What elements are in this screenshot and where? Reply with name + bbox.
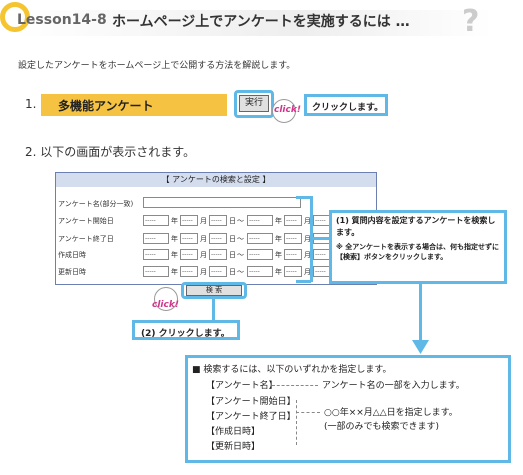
info-item-name: 【アンケート名】: [206, 381, 278, 391]
bracket-line: [296, 196, 311, 199]
click-bubble-icon: [154, 287, 178, 311]
info-desc-date-note: (一部のみでも検索できます): [324, 422, 440, 432]
info-heading: ■ 検索するには、以下のいずれかを指定します。: [192, 365, 392, 375]
callout-click: (2) クリックします。: [132, 320, 240, 340]
form-label-start-date: アンケート開始日: [58, 217, 114, 225]
info-item-start: 【アンケート開始日】: [206, 397, 296, 407]
question-mark-icon: ?: [462, 4, 480, 39]
updated-date-unit: 月: [200, 268, 207, 276]
info-desc-name: アンケート名の一部を入力します。: [322, 381, 465, 391]
end-date-unit: 月: [200, 235, 207, 243]
updated-date-select[interactable]: -----: [180, 266, 198, 277]
start-date-select[interactable]: -----: [247, 215, 273, 226]
end-date-unit: 年: [275, 235, 282, 243]
created-date-unit: 月: [200, 251, 207, 259]
updated-date-unit: 月: [304, 268, 311, 276]
click-label: click!: [274, 105, 301, 115]
form-label-name: アンケート名(部分一致): [58, 200, 134, 208]
end-date-select[interactable]: -----: [209, 233, 227, 244]
updated-date-unit: 日: [229, 268, 236, 276]
leader-bracket: [296, 400, 298, 445]
form-label-end-date: アンケート終了日: [58, 235, 114, 243]
created-date-select[interactable]: -----: [180, 249, 198, 260]
created-date-select[interactable]: -----: [143, 249, 169, 260]
start-date-select[interactable]: -----: [180, 215, 198, 226]
start-date-select[interactable]: -----: [143, 215, 169, 226]
updated-date-select[interactable]: -----: [247, 266, 273, 277]
end-date-unit: ～: [237, 235, 244, 243]
end-date-select[interactable]: -----: [284, 233, 302, 244]
info-item-created: 【作成日時】: [206, 427, 261, 437]
info-item-updated: 【更新日時】: [206, 442, 261, 452]
created-date-unit: 年: [275, 251, 282, 259]
start-date-unit: 日: [229, 217, 236, 225]
header-band: [14, 10, 492, 36]
info-item-end: 【アンケート終了日】: [206, 412, 296, 422]
bracket-line: [310, 196, 313, 282]
lesson-circle-icon: [0, 2, 30, 32]
end-date-unit: 日: [229, 235, 236, 243]
feature-name: 多機能アンケート: [58, 99, 154, 113]
callout-search-main: (1) 質問内容を設定するアンケートを検索します。: [336, 216, 496, 237]
created-date-unit: 年: [171, 251, 178, 259]
exec-button[interactable]: 実行: [239, 95, 269, 112]
click-label: click!: [152, 300, 179, 310]
updated-date-unit: 年: [171, 268, 178, 276]
start-date-unit: ～: [237, 217, 244, 225]
leader-line: [296, 412, 320, 413]
lesson-number: Lesson14-8: [17, 12, 107, 28]
step1-number: 1.: [25, 97, 37, 111]
end-date-select[interactable]: -----: [180, 233, 198, 244]
leader-line: [272, 385, 318, 386]
arrow-down-icon: [412, 340, 429, 354]
created-date-select[interactable]: -----: [209, 249, 227, 260]
feature-bar: [41, 94, 227, 116]
click-bubble-icon: [272, 99, 296, 123]
info-desc-date: ○○年××月△△日を指定します。: [324, 408, 458, 418]
exec-button-highlight: [234, 90, 274, 118]
start-date-unit: 年: [171, 217, 178, 225]
callout-search: [329, 210, 507, 284]
bracket-line: [296, 280, 311, 283]
info-box: [185, 355, 511, 463]
arrow-line: [419, 284, 422, 344]
start-date-unit: 月: [304, 217, 311, 225]
connector-line: [212, 297, 215, 320]
end-date-select[interactable]: -----: [247, 233, 273, 244]
updated-date-unit: 年: [275, 268, 282, 276]
intro-text: 設定したアンケートをホームページ上で公開する方法を解説します。: [18, 61, 296, 71]
form-label-updated-date: 更新日時: [58, 268, 86, 276]
search-button[interactable]: 検 索: [186, 285, 242, 296]
step1-instruction: クリックします。: [304, 94, 388, 116]
updated-date-select[interactable]: -----: [284, 266, 302, 277]
updated-date-select[interactable]: -----: [209, 266, 227, 277]
connector-line: [313, 237, 330, 240]
start-date-unit: 月: [200, 217, 207, 225]
created-date-unit: 日: [229, 251, 236, 259]
updated-date-select[interactable]: -----: [143, 266, 169, 277]
page-title: ホームページ上でアンケートを実施するには …: [112, 14, 410, 30]
form-label-created-date: 作成日時: [58, 251, 86, 259]
end-date-unit: 月: [304, 235, 311, 243]
start-date-select[interactable]: -----: [284, 215, 302, 226]
callout-search-note: ※ 全アンケートを表示する場合は、何も指定せずに【検索】ボタンをクリックします。: [336, 243, 499, 261]
updated-date-unit: ～: [237, 268, 244, 276]
created-date-select[interactable]: -----: [247, 249, 273, 260]
end-date-unit: 年: [171, 235, 178, 243]
form-title: 【 アンケートの検索と設定 】: [56, 173, 376, 187]
start-date-select[interactable]: -----: [209, 215, 227, 226]
created-date-select[interactable]: -----: [284, 249, 302, 260]
step2-text: 2. 以下の画面が表示されます。: [25, 145, 196, 159]
start-date-unit: 年: [275, 217, 282, 225]
created-date-unit: ～: [237, 251, 244, 259]
end-date-select[interactable]: -----: [143, 233, 169, 244]
created-date-unit: 月: [304, 251, 311, 259]
survey-name-input[interactable]: [143, 197, 301, 208]
